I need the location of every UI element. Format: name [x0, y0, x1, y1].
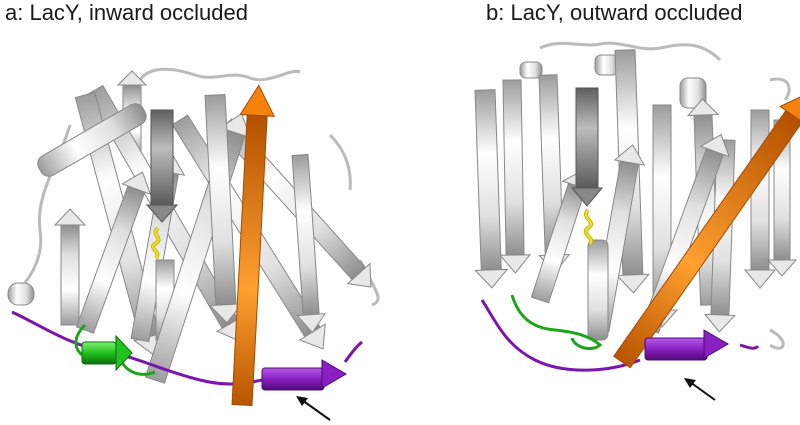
loop-b-top [539, 41, 722, 62]
helix-cylinder-arrow [204, 93, 244, 324]
helix-cylinder-dark [145, 109, 179, 223]
helix-orange-a [231, 84, 275, 407]
helix-purple-a [261, 359, 347, 391]
linker-purple-b [480, 299, 760, 372]
helix-cylinder [37, 103, 147, 177]
panel-b-title: b: LacY, outward occluded [486, 0, 743, 25]
panel-b-structure [474, 41, 800, 401]
helix-cylinder-dark [570, 87, 604, 207]
pointer-arrow-icon [684, 378, 716, 401]
loop-green-b [510, 294, 603, 350]
helix-cylinder-arrow [474, 89, 509, 289]
helix-cylinder-arrow [53, 208, 87, 326]
helix-cylinder [519, 61, 543, 79]
helix-orange-b [613, 90, 800, 369]
loop-b-right [769, 77, 791, 350]
helix-cylinder [679, 77, 707, 109]
pointer-arrow-icon [296, 396, 331, 421]
helix-purple-b [644, 329, 729, 361]
helix-cylinder-small [7, 282, 35, 306]
helix-cylinder-arrow [75, 171, 152, 334]
panel-a-title: a: LacY, inward occluded [5, 0, 248, 25]
helix-cylinder-arrow [291, 153, 327, 334]
loop-a-top [138, 67, 301, 82]
helix-cylinder [587, 239, 609, 341]
helix-green-a [81, 334, 133, 372]
helix-cylinder-arrow [498, 79, 532, 274]
panel-a-structure [7, 67, 380, 421]
